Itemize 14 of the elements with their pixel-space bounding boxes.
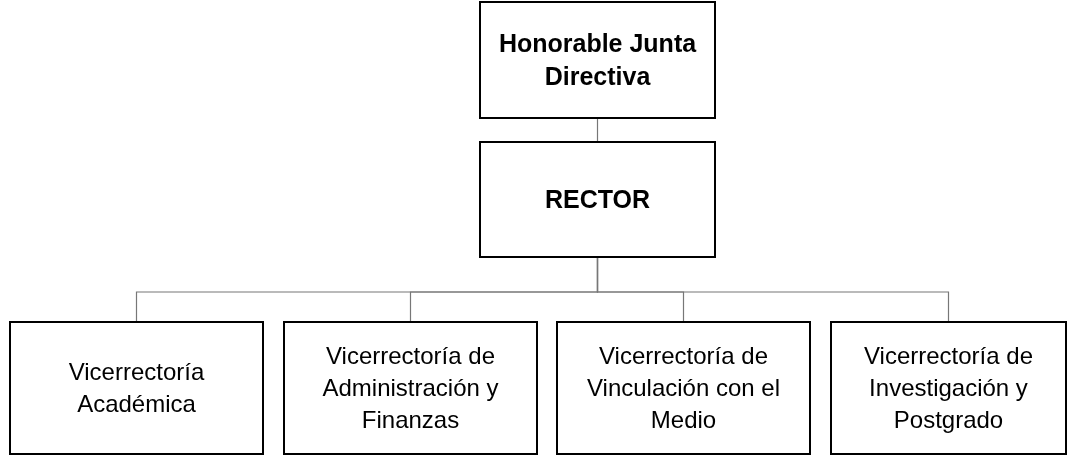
box-label: Vicerrectoría de Investigación y Postgrado: [863, 341, 1034, 435]
org-box: [9, 321, 264, 455]
org-box: [283, 321, 538, 455]
org-box: [830, 321, 1067, 455]
org-box: [479, 1, 716, 119]
box-label: RECTOR: [544, 184, 651, 215]
connector-line: [596, 118, 599, 142]
box-label: Honorable Junta Directiva: [497, 28, 698, 92]
org-box: [479, 141, 716, 258]
connector-line: [596, 257, 950, 322]
box-label: Vicerrectoría de Administración y Finanzas: [321, 341, 500, 435]
org-box: [556, 321, 811, 455]
box-label: Vicerrectoría Académica: [67, 357, 206, 419]
box-label: Vicerrectoría de Vinculación con el Medio: [586, 341, 781, 435]
